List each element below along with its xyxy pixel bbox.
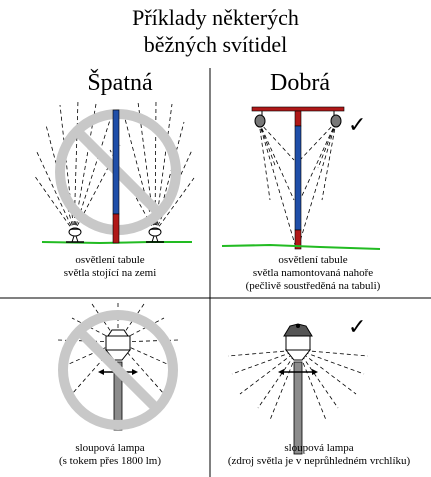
panel-bottom-right-illustration — [227, 323, 369, 455]
top-fixture-right — [330, 111, 342, 128]
board-pole-red-top — [294, 110, 302, 127]
arm-arrow-right — [132, 369, 138, 375]
board-pole-red — [112, 213, 120, 244]
panel-top-right-illustration — [221, 106, 381, 250]
board-pole-blue — [112, 109, 120, 215]
prohibition-circle — [58, 310, 178, 430]
caption-top-right-line2: světla namontovaná nahoře — [252, 267, 374, 279]
focused-light-rays — [258, 121, 337, 249]
panel-top-left-illustration — [33, 99, 195, 245]
downward-light-rays — [227, 349, 369, 421]
page-title-line1: Příklady některých — [132, 5, 299, 30]
column-heading-bad: Špatná — [87, 70, 153, 96]
board-pole-blue — [294, 125, 302, 231]
ground-floodlight-right — [146, 227, 164, 243]
top-mount-bar — [251, 106, 345, 112]
top-fixture-left — [254, 111, 266, 128]
check-icon: ✓ — [348, 113, 367, 138]
panel-bottom-left-illustration — [57, 300, 179, 431]
shielded-lantern — [283, 323, 313, 361]
check-icon: ✓ — [348, 315, 367, 340]
caption-top-right-line1: osvětlení tabule — [278, 254, 348, 266]
lamp-post — [293, 361, 303, 455]
arm-arrow-left — [278, 369, 284, 375]
caption-bottom-left-line2: (s tokem přes 1800 lm) — [58, 455, 162, 467]
caption-top-left-line2: světla stojící na zemi — [63, 267, 157, 279]
prohibition-slash — [75, 327, 161, 413]
caption-top-right-line3: (pečlivě soustředěná na tabuli) — [245, 280, 381, 292]
caption-bottom-right-line1: sloupová lampa — [284, 442, 354, 454]
lantern — [104, 329, 132, 361]
caption-top-left-line1: osvětlení tabule — [75, 254, 145, 266]
column-heading-good: Dobrá — [270, 70, 330, 96]
page-title-line2: běžných svítidel — [143, 32, 288, 57]
ground-floodlight-left — [66, 227, 84, 243]
arm-arrow-left — [98, 369, 104, 375]
caption-bottom-right-line2: (zdroj světla je v neprůhledném vrchlíku… — [227, 455, 411, 467]
caption-bottom-left-line1: sloupová lampa — [75, 442, 145, 454]
board-pole-red-bottom — [294, 229, 302, 250]
arm-arrow-right — [312, 369, 318, 375]
ground-line — [221, 243, 381, 250]
